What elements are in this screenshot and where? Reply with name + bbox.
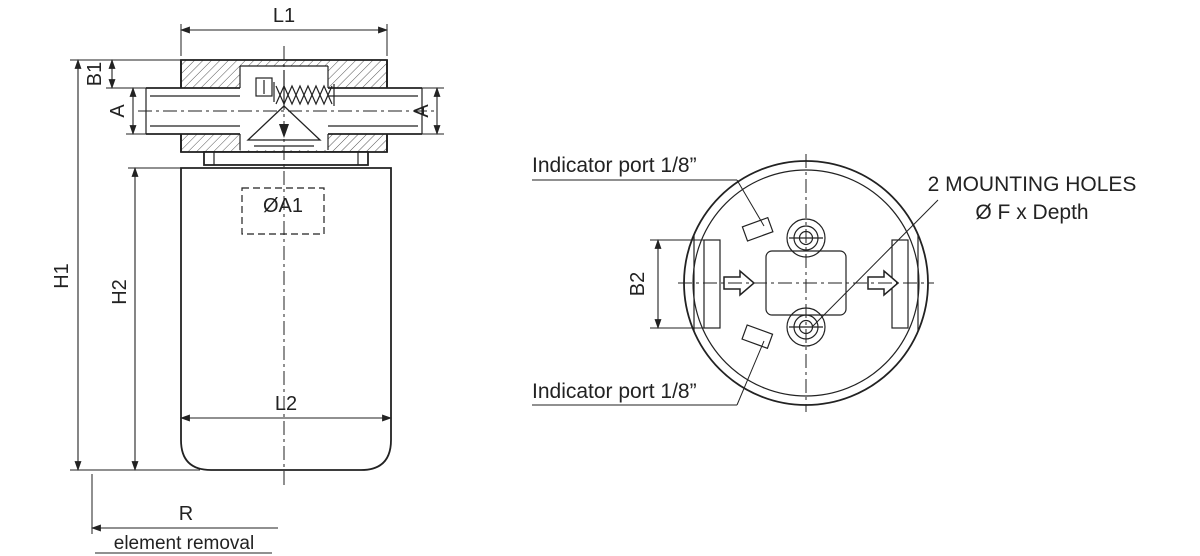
dim-label-r: R bbox=[179, 503, 193, 525]
inlet-port-pipe bbox=[145, 87, 240, 135]
dim-OA1-box bbox=[241, 187, 325, 235]
dim-label-b1: B1 bbox=[84, 62, 106, 86]
dimension-A-right: A bbox=[411, 87, 444, 135]
dim-label-l2: L2 bbox=[275, 393, 297, 415]
top-view: B2 Indicator port 1/8” Indicator port 1/… bbox=[532, 154, 1136, 412]
dimension-B1: B1 bbox=[70, 59, 181, 89]
dimension-A-left: A bbox=[107, 87, 146, 135]
filter-bowl bbox=[180, 167, 392, 471]
mounting-holes-spec: Ø F x Depth bbox=[975, 201, 1088, 224]
callout-indicator-top: Indicator port 1/8” bbox=[532, 154, 765, 227]
dim-label-h1: H1 bbox=[51, 263, 73, 289]
indicator-port-bottom-label: Indicator port 1/8” bbox=[532, 380, 697, 403]
dim-label-l1: L1 bbox=[273, 5, 295, 27]
dim-label-b2: B2 bbox=[627, 272, 649, 296]
dimension-H2: H2 bbox=[109, 167, 181, 471]
outlet-port-pipe bbox=[328, 87, 423, 135]
callout-indicator-bottom: Indicator port 1/8” bbox=[532, 340, 765, 406]
indicator-port-top-label: Indicator port 1/8” bbox=[532, 154, 697, 177]
dim-label-a-right: A bbox=[411, 104, 433, 118]
dimension-L2: L2 bbox=[180, 393, 392, 422]
dimension-B2: B2 bbox=[627, 239, 704, 329]
flange-inner-circle bbox=[692, 169, 920, 397]
element-removal-label: element removal bbox=[114, 533, 254, 554]
side-view: L1 B1 A A H1 H2 ØA1 bbox=[51, 5, 444, 554]
mounting-holes-label: 2 MOUNTING HOLES bbox=[928, 173, 1137, 196]
callout-mounting-holes: 2 MOUNTING HOLES Ø F x Depth bbox=[812, 173, 1137, 327]
indicator-port-boss-top bbox=[741, 216, 774, 242]
indicator-port-boss-bottom bbox=[741, 324, 774, 350]
dimension-L1: L1 bbox=[180, 5, 388, 56]
dim-label-h2: H2 bbox=[109, 279, 131, 305]
flange-plate bbox=[203, 151, 369, 166]
dim-label-oa1: ØA1 bbox=[263, 195, 303, 217]
dim-label-a-left: A bbox=[107, 104, 129, 118]
left-port-boss bbox=[703, 239, 721, 329]
dimension-R-element-removal: R element removal bbox=[91, 474, 278, 554]
